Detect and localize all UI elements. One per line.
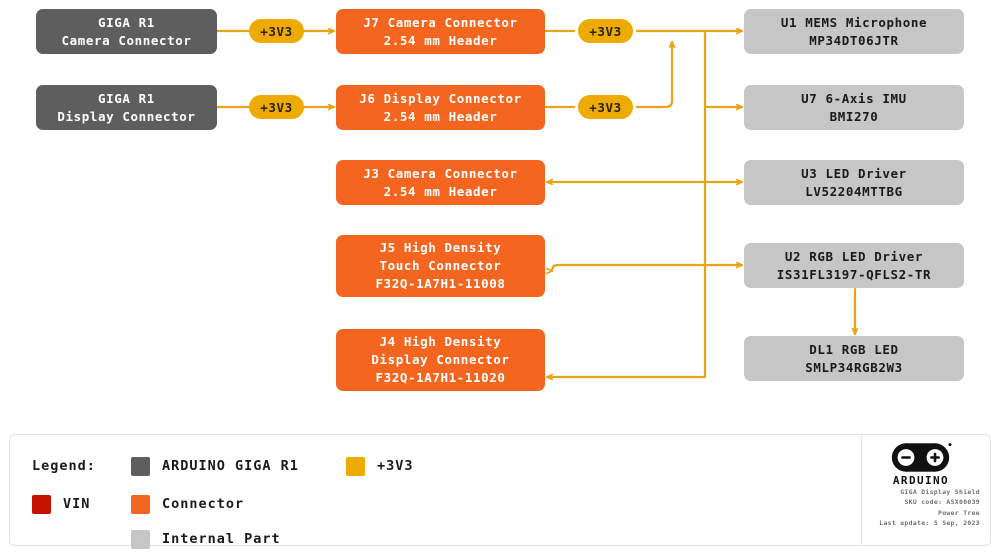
node-u1-mems-microphone[interactable]: U1 MEMS Microphone MP34DT06JTR [744, 9, 964, 54]
node-line: Camera Connector [61, 32, 192, 48]
brand-line-product: GIGA Display Shield [900, 488, 980, 496]
legend-swatch-vin [32, 494, 51, 514]
node-line: U3 LED Driver [801, 165, 907, 181]
legend-swatch-connector [131, 494, 150, 514]
legend-swatch-internal-part [131, 529, 150, 549]
node-line: F32Q-1A7H1-11008 [375, 275, 506, 291]
node-line: Display Connector [57, 108, 196, 124]
node-j5-high-density-touch-connector[interactable]: J5 High Density Touch Connector F32Q-1A7… [336, 235, 545, 297]
legend-label-arduino-giga-r1: ARDUINO GIGA R1 [162, 458, 299, 474]
arduino-logo-icon: ARDUINO [891, 443, 952, 487]
legend-label-internal-part: Internal Part [162, 531, 281, 547]
rail-badge-3v3-j7-out[interactable]: +3V3 [578, 19, 633, 43]
legend-label-connector: Connector [162, 496, 245, 512]
power-tree-diagram: GIGA R1 Camera Connector GIGA R1 Display… [36, 9, 964, 391]
node-j6-display-connector[interactable]: J6 Display Connector 2.54 mm Header [336, 85, 545, 130]
node-line: SMLP34RGB2W3 [805, 359, 903, 375]
legend-swatch-arduino-giga-r1 [131, 456, 150, 476]
node-line: J3 Camera Connector [363, 165, 518, 181]
node-line: GIGA R1 [98, 90, 155, 106]
node-line: 2.54 mm Header [383, 183, 498, 199]
node-line: Touch Connector [379, 258, 502, 274]
node-line: MP34DT06JTR [809, 32, 899, 48]
node-u3-led-driver[interactable]: U3 LED Driver LV52204MTTBG [744, 160, 964, 205]
node-j7-camera-connector[interactable]: J7 Camera Connector 2.54 mm Header [336, 9, 545, 54]
node-line: 2.54 mm Header [383, 32, 498, 48]
node-line: IS31FL3197-QFLS2-TR [776, 266, 932, 282]
legend-swatch-rail-3v3 [346, 456, 365, 476]
brand-line-sku: SKU code: ASX00039 [904, 498, 980, 507]
node-giga-camera[interactable]: GIGA R1 Camera Connector [36, 9, 217, 54]
legend-label-rail-3v3: +3V3 [377, 458, 414, 474]
rail-badge-3v3-camera[interactable]: +3V3 [249, 19, 304, 43]
legend-bar: Legend: ARDUINO GIGA R1 +3V3 VIN Connect… [9, 434, 991, 549]
node-line: DL1 RGB LED [809, 341, 899, 357]
rail-badge-3v3-display[interactable]: +3V3 [249, 95, 304, 119]
svg-text:ARDUINO: ARDUINO [893, 474, 949, 487]
brand-line-last-update: Last update: 5 Sep, 2023 [879, 519, 980, 528]
node-line: U1 MEMS Microphone [780, 14, 928, 30]
node-line: 2.54 mm Header [383, 108, 498, 124]
node-line: U2 RGB LED Driver [784, 248, 924, 264]
node-line: J6 Display Connector [359, 90, 522, 106]
node-dl1-rgb-led[interactable]: DL1 RGB LED SMLP34RGB2W3 [744, 336, 964, 381]
node-j3-camera-connector[interactable]: J3 Camera Connector 2.54 mm Header [336, 160, 545, 205]
rail-label: +3V3 [589, 23, 622, 39]
legend-title: Legend: [32, 458, 96, 474]
node-line: GIGA R1 [98, 14, 155, 30]
node-line: F32Q-1A7H1-11020 [375, 369, 506, 385]
rail-label: +3V3 [260, 99, 293, 115]
node-line: BMI270 [829, 108, 879, 124]
node-line: J5 High Density [379, 240, 502, 256]
brand-line-doc-type: Power Tree [938, 508, 980, 517]
node-giga-display[interactable]: GIGA R1 Display Connector [36, 85, 217, 130]
rail-label: +3V3 [589, 99, 622, 115]
node-line: J7 Camera Connector [363, 14, 518, 30]
node-j4-high-density-display-connector[interactable]: J4 High Density Display Connector F32Q-1… [336, 329, 545, 391]
rail-label: +3V3 [260, 23, 293, 39]
node-line: J4 High Density [379, 334, 502, 350]
node-line: LV52204MTTBG [805, 183, 903, 199]
legend-items-panel: Legend: ARDUINO GIGA R1 +3V3 VIN Connect… [10, 435, 862, 549]
legend-label-vin: VIN [63, 496, 91, 512]
node-u7-6-axis-imu[interactable]: U7 6-Axis IMU BMI270 [744, 85, 964, 130]
node-line: Display Connector [371, 352, 510, 368]
node-u2-rgb-led-driver[interactable]: U2 RGB LED Driver IS31FL3197-QFLS2-TR [744, 243, 964, 288]
brand-panel: ARDUINO GIGA Display Shield SKU code: AS… [862, 441, 980, 539]
rail-badge-3v3-j6-out[interactable]: +3V3 [578, 95, 633, 119]
node-line: U7 6-Axis IMU [801, 90, 907, 106]
